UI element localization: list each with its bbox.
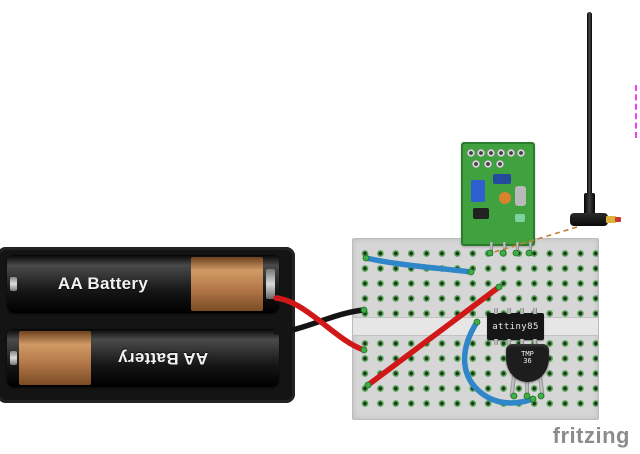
battery-tan-band	[191, 257, 263, 311]
antenna-taper	[584, 193, 595, 215]
breadboard-channel	[353, 317, 598, 336]
pcb-pad	[496, 160, 504, 168]
battery-aa-bottom[interactable]: AA Battery	[7, 329, 279, 387]
pcb-pad	[487, 149, 495, 157]
ic-pin	[533, 308, 537, 314]
pcb-pad	[517, 149, 525, 157]
ic-pin	[494, 308, 498, 314]
rf-pin	[490, 242, 493, 256]
chip-label: attiny85	[492, 321, 539, 332]
rf-pin	[503, 242, 506, 256]
battery-contact	[10, 277, 17, 291]
inductor-coil	[499, 192, 511, 204]
sensor-label-line2: 36	[523, 357, 532, 365]
breadboard-holes-top[interactable]	[353, 245, 598, 321]
pcb-pad	[477, 149, 485, 157]
battery-holder[interactable]: AA Battery AA Battery	[0, 247, 295, 403]
battery-cap	[266, 269, 275, 299]
pcb-pad	[467, 149, 475, 157]
battery-aa-top[interactable]: AA Battery	[7, 255, 279, 313]
antenna-rod[interactable]	[587, 12, 592, 197]
battery-label: AA Battery	[57, 274, 149, 293]
ic-pin	[507, 308, 511, 314]
pcb-pad	[472, 160, 480, 168]
rf-transmitter-module[interactable]	[461, 142, 535, 256]
component-teal	[515, 214, 525, 222]
battery-tan-band	[19, 331, 91, 385]
rf-pin	[529, 242, 532, 256]
pcb-pad	[507, 149, 515, 157]
component-navy	[493, 174, 511, 184]
breadboard-holes-bottom[interactable]	[353, 335, 598, 411]
fritzing-watermark: fritzing	[552, 423, 630, 448]
crystal-silver	[515, 186, 526, 206]
ratsnest-right-edge[interactable]	[635, 85, 637, 138]
battery-label: AA Battery	[117, 349, 209, 368]
pcb-pad	[497, 149, 505, 157]
ic-pin	[520, 308, 524, 314]
breadboard[interactable]	[352, 238, 599, 420]
capacitor-blue	[471, 180, 485, 202]
ic-pin	[494, 339, 498, 345]
antenna-connector-tip	[615, 217, 621, 222]
component-black	[473, 208, 489, 219]
pcb-pad	[484, 160, 492, 168]
rf-pin	[516, 242, 519, 256]
antenna-connector	[606, 216, 616, 223]
battery-contact	[10, 351, 17, 365]
antenna-base[interactable]	[570, 213, 608, 226]
attiny85-chip[interactable]: attiny85	[487, 308, 544, 345]
